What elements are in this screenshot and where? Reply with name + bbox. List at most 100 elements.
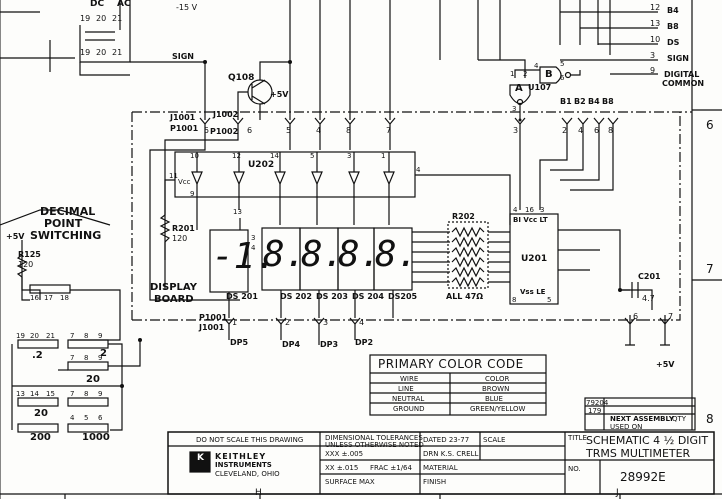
gate-pin-5: 5 bbox=[560, 60, 565, 68]
drawing-title-2: TRMS MULTIMETER bbox=[586, 447, 691, 460]
pin-13: 13 bbox=[650, 19, 661, 28]
u201-pin-16: 16 bbox=[525, 206, 534, 214]
ds201-label: DS 201 bbox=[226, 292, 258, 301]
display-ds204: 8. bbox=[338, 234, 382, 275]
dp2-label: DP2 bbox=[355, 338, 374, 347]
dated: DATED 23-77 bbox=[423, 436, 470, 444]
title-label: TITLE bbox=[568, 434, 587, 442]
b1-label: B1 bbox=[560, 97, 572, 106]
ds204-label: DS 204 bbox=[352, 292, 384, 301]
color-row-wire: LINE bbox=[398, 385, 414, 393]
no-scale-note: DO NOT SCALE THIS DRAWING bbox=[196, 436, 304, 444]
gate-pin-3: 3 bbox=[512, 105, 517, 113]
gate-pin-4: 4 bbox=[534, 62, 539, 70]
dsw-pin-15: 15 bbox=[46, 390, 55, 398]
display-ds205: 8. bbox=[375, 234, 419, 275]
rev-used-on: USED ON bbox=[610, 423, 643, 431]
display-pin-13: 13 bbox=[233, 208, 242, 216]
zone-6: 6 bbox=[706, 118, 714, 132]
sign-label: SIGN bbox=[172, 52, 194, 61]
display-board-2: BOARD bbox=[154, 294, 194, 305]
minus15v-label: -15 V bbox=[176, 3, 198, 12]
dsw-pin-5: 5 bbox=[84, 414, 89, 422]
dsw-pin-21: 21 bbox=[46, 332, 55, 340]
rev-179: 179 bbox=[588, 407, 602, 415]
color-code-title: PRIMARY COLOR CODE bbox=[378, 357, 524, 371]
tolerance-sub: UNLESS OTHERWISE NOTED bbox=[325, 441, 424, 449]
conn-pin-5: 5 bbox=[204, 126, 210, 135]
dsw-pin-14: 14 bbox=[30, 390, 39, 398]
ds205-label: DS205 bbox=[388, 292, 418, 301]
ac-label: AC bbox=[117, 0, 131, 9]
ds202-label: DS 202 bbox=[280, 292, 312, 301]
u201-pin-5: 5 bbox=[547, 296, 552, 304]
pin-20: 20 bbox=[96, 14, 107, 23]
company-name: KEITHLEY bbox=[215, 452, 267, 461]
u201-bottom-pins: Vss LE bbox=[520, 288, 546, 296]
plus5v-output: +5V bbox=[656, 360, 675, 369]
out-pin-3: 3 bbox=[323, 318, 329, 327]
keithley-logo: K bbox=[197, 453, 204, 463]
ruler-j: J bbox=[616, 488, 619, 498]
conn-pin-2: 2 bbox=[562, 126, 568, 135]
pin-21: 21 bbox=[112, 14, 123, 23]
dsw-pin-17: 17 bbox=[44, 294, 53, 302]
range-point2: .2 bbox=[32, 350, 43, 361]
color-code-col-color: COLOR bbox=[485, 375, 510, 383]
rev-79204: 79204 bbox=[586, 399, 609, 407]
j1001-bottom: J1001 bbox=[199, 323, 225, 332]
dsw-pin-20: 20 bbox=[30, 332, 39, 340]
b4-input: B4 bbox=[667, 6, 679, 15]
drawing-title-1: SCHEMATIC 4 ½ DIGIT bbox=[586, 434, 709, 447]
pin-21b: 21 bbox=[112, 48, 123, 57]
u202-pin-12: 12 bbox=[232, 152, 241, 160]
j1002-label: J1002 bbox=[213, 110, 239, 119]
tol-xx: XX ±.015 bbox=[325, 464, 359, 472]
u202-pin-14: 14 bbox=[270, 152, 279, 160]
display-ds201: -1. bbox=[212, 236, 278, 277]
color-code-col-wire: WIRE bbox=[400, 375, 419, 383]
no-label: NO. bbox=[568, 465, 581, 473]
drawn-by: DRN K.S. CRELL bbox=[423, 450, 479, 458]
decimal-title-1: DECIMAL bbox=[40, 205, 96, 218]
pin-3: 3 bbox=[650, 51, 656, 60]
range-200: 200 bbox=[30, 432, 51, 443]
conn-pin-4: 4 bbox=[316, 126, 322, 135]
dp3-label: DP3 bbox=[320, 340, 339, 349]
conn-pin-6b: 6 bbox=[594, 126, 600, 135]
pin-12: 12 bbox=[650, 3, 661, 12]
dsw-pin-7c: 7 bbox=[70, 390, 75, 398]
c201-value: 4.7 bbox=[642, 294, 655, 303]
digital-label: DIGITAL bbox=[664, 70, 700, 79]
gate-a: A bbox=[515, 83, 523, 94]
dp5-label: DP5 bbox=[230, 338, 249, 347]
dsw-pin-7: 7 bbox=[70, 332, 75, 340]
out-pin-4: 4 bbox=[359, 318, 365, 327]
dsw-pin-7b: 7 bbox=[70, 354, 75, 362]
b8-label: B8 bbox=[602, 97, 614, 106]
out-pin-6: 6 bbox=[633, 312, 639, 321]
tol-xxx: XXX ±.005 bbox=[325, 450, 364, 458]
decimal-plus5v: +5V bbox=[6, 232, 25, 241]
zone-8: 8 bbox=[706, 412, 714, 426]
color-row-wire: GROUND bbox=[393, 405, 425, 413]
u202-pin-3: 3 bbox=[347, 152, 352, 160]
u201-label: U201 bbox=[521, 254, 548, 264]
p1001-label: P1001 bbox=[170, 124, 199, 133]
dsw-pin-18: 18 bbox=[60, 294, 69, 302]
conn-pin-7: 7 bbox=[386, 126, 392, 135]
dsw-pin-19: 19 bbox=[16, 332, 25, 340]
conn-pin-5b: 5 bbox=[286, 126, 292, 135]
dsw-pin-16: 16 bbox=[30, 294, 39, 302]
dsw-pin-6: 6 bbox=[98, 414, 103, 422]
b2-label: B2 bbox=[574, 97, 586, 106]
conn-pin-8: 8 bbox=[346, 126, 352, 135]
display-pin-3: 3 bbox=[251, 234, 256, 242]
scale-label: SCALE bbox=[483, 436, 506, 444]
u202-pin-1: 1 bbox=[381, 152, 386, 160]
common-label: COMMON bbox=[662, 79, 705, 88]
out-pin-1: 1 bbox=[232, 318, 238, 327]
u202-pin-9: 9 bbox=[190, 190, 195, 198]
rev-next-assembly: NEXT ASSEMBLY bbox=[610, 415, 674, 423]
dsw-pin-8b: 8 bbox=[84, 354, 89, 362]
